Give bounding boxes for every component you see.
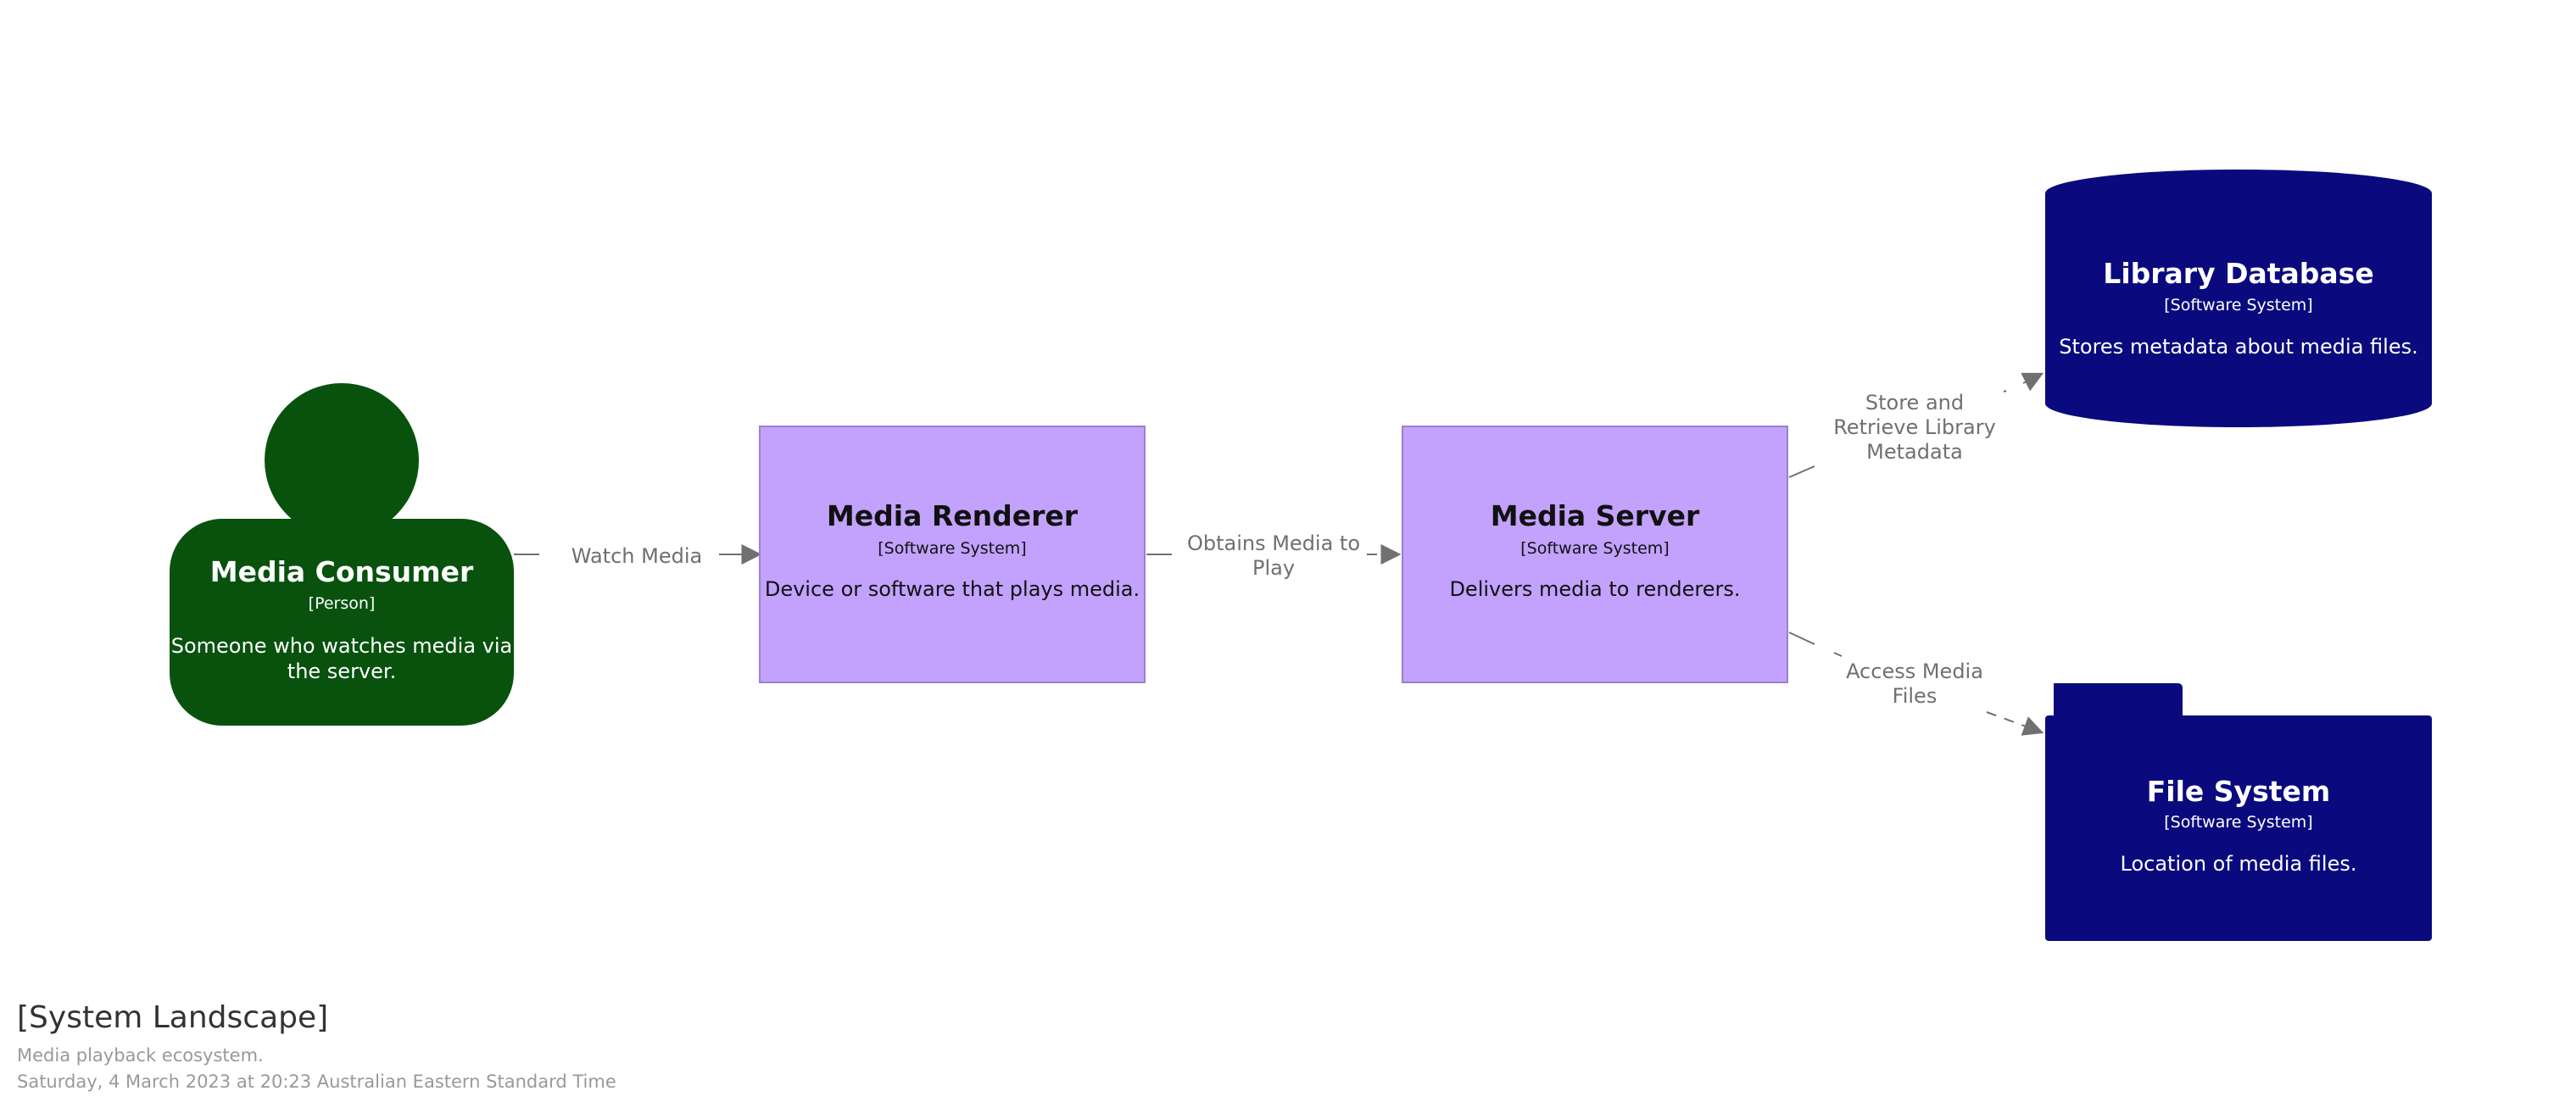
element-box <box>759 426 1146 683</box>
element-description: Location of media files. <box>2121 852 2357 876</box>
element-box <box>1402 426 1788 683</box>
element-type: [Person] <box>309 594 376 613</box>
element-media-server[interactable]: Media Server [Software System] Delivers … <box>1402 426 1788 683</box>
relationship-store-retrieve-metadata[interactable]: Store and Retrieve Library Metadata <box>1788 372 2044 478</box>
relationship-label: Obtains Media to <box>1187 532 1360 555</box>
relationship-access-media-files[interactable]: Access Media Files <box>1788 632 2044 736</box>
diagram-description: Media playback ecosystem. <box>17 1045 264 1066</box>
person-body <box>170 519 514 726</box>
relationship-label: Play <box>1252 556 1295 580</box>
relationship-label: Watch Media <box>572 544 702 568</box>
relationship-label: Files <box>1893 684 1938 708</box>
element-library-database[interactable]: Library Database [Software System] Store… <box>2045 170 2432 427</box>
relationship-label: Metadata <box>1866 440 1963 464</box>
element-description: the server. <box>287 660 396 683</box>
folder-body <box>2045 715 2432 941</box>
element-media-renderer[interactable]: Media Renderer [Software System] Device … <box>759 426 1146 683</box>
relationship-watch-media[interactable]: Watch Media <box>514 544 762 568</box>
relationship-label: Retrieve Library <box>1833 415 1996 439</box>
element-name: File System <box>2147 775 2331 808</box>
diagram-timestamp: Saturday, 4 March 2023 at 20:23 Australi… <box>17 1071 616 1092</box>
element-name: Media Consumer <box>210 555 474 588</box>
relationship-label: Access Media <box>1846 660 1983 683</box>
element-description: Delivers media to renderers. <box>1449 577 1740 601</box>
element-type: [Software System] <box>1520 539 1669 558</box>
database-cylinder <box>2045 170 2432 427</box>
diagram-title: [System Landscape] <box>17 1000 329 1035</box>
person-head <box>265 383 419 537</box>
relationship-label: Store and <box>1865 391 1964 415</box>
element-type: [Software System] <box>2164 296 2312 314</box>
element-name: Media Renderer <box>827 499 1079 532</box>
element-description: Someone who watches media via <box>171 634 513 658</box>
element-description: Stores metadata about media files. <box>2059 335 2417 359</box>
relationship-obtains-media[interactable]: Obtains Media to Play <box>1146 532 1402 580</box>
element-description: Device or software that plays media. <box>765 577 1140 601</box>
element-file-system[interactable]: File System [Software System] Location o… <box>2045 683 2432 941</box>
element-name: Media Server <box>1491 499 1700 532</box>
element-type: [Software System] <box>2164 813 2312 832</box>
element-media-consumer[interactable]: Media Consumer [Person] Someone who watc… <box>170 383 514 726</box>
element-type: [Software System] <box>878 539 1026 558</box>
element-name: Library Database <box>2103 257 2373 290</box>
folder-tab <box>2054 683 2183 715</box>
